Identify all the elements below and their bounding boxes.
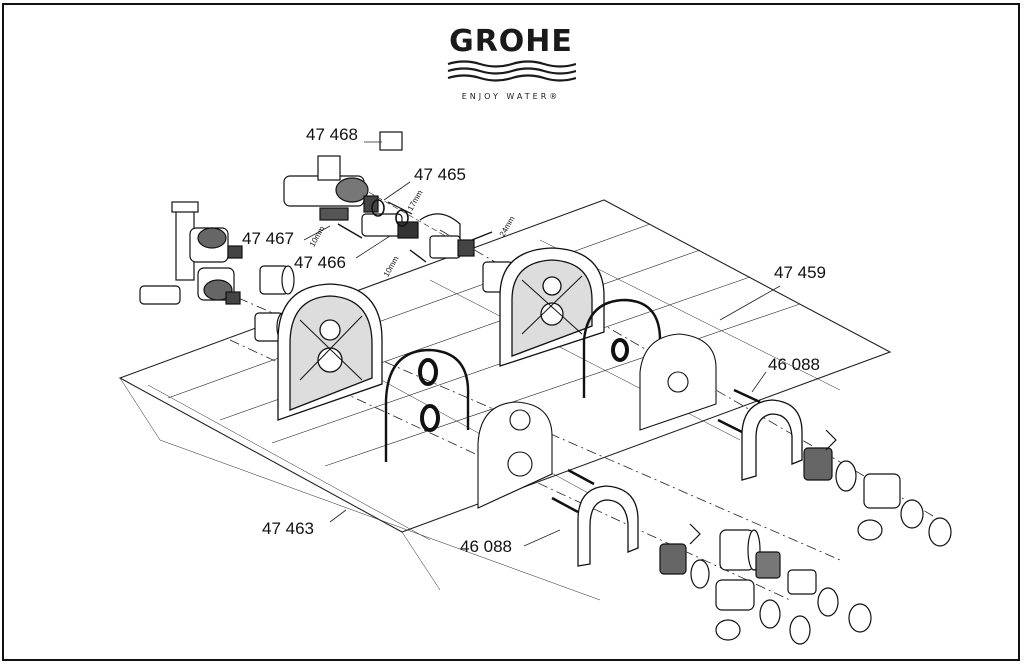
part-number-label: 46 088 (768, 355, 820, 374)
o-ring (418, 358, 438, 386)
part-number-label: 47 468 (306, 125, 358, 144)
top-valve-body (283, 131, 493, 263)
o-ring (420, 404, 440, 432)
screw (551, 496, 579, 514)
part-number-label: 46 088 (460, 537, 512, 556)
mounting-plane-outline (118, 199, 892, 533)
seal-gasket-right (582, 298, 662, 398)
part-number-label: 47 465 (414, 165, 466, 184)
handle-assembly-upper (803, 429, 952, 547)
diagram-frame (2, 3, 1020, 661)
o-ring (611, 338, 629, 362)
part-number-label: 47 459 (774, 263, 826, 282)
part-number-label: 47 463 (262, 519, 314, 538)
seal-gasket-left (384, 348, 470, 462)
left-valve-body (139, 201, 243, 305)
brand-logo: GROHE ENJOY WATER® (436, 24, 586, 101)
water-waves-icon (447, 60, 576, 82)
brand-tagline: ENJOY WATER® (461, 92, 561, 101)
brand-name: GROHE (449, 24, 573, 59)
u-trim-right (741, 399, 803, 481)
mounting-bracket-right (499, 247, 605, 367)
handle-assembly-lower (659, 523, 872, 645)
screw (733, 388, 761, 404)
part-number-label: 47 466 (294, 253, 346, 272)
mounting-bracket-left (277, 283, 383, 421)
screw (717, 418, 743, 434)
part-number-label: 47 467 (242, 229, 294, 248)
screw (567, 468, 595, 486)
u-trim-left (577, 485, 639, 567)
axis-line (219, 289, 841, 561)
